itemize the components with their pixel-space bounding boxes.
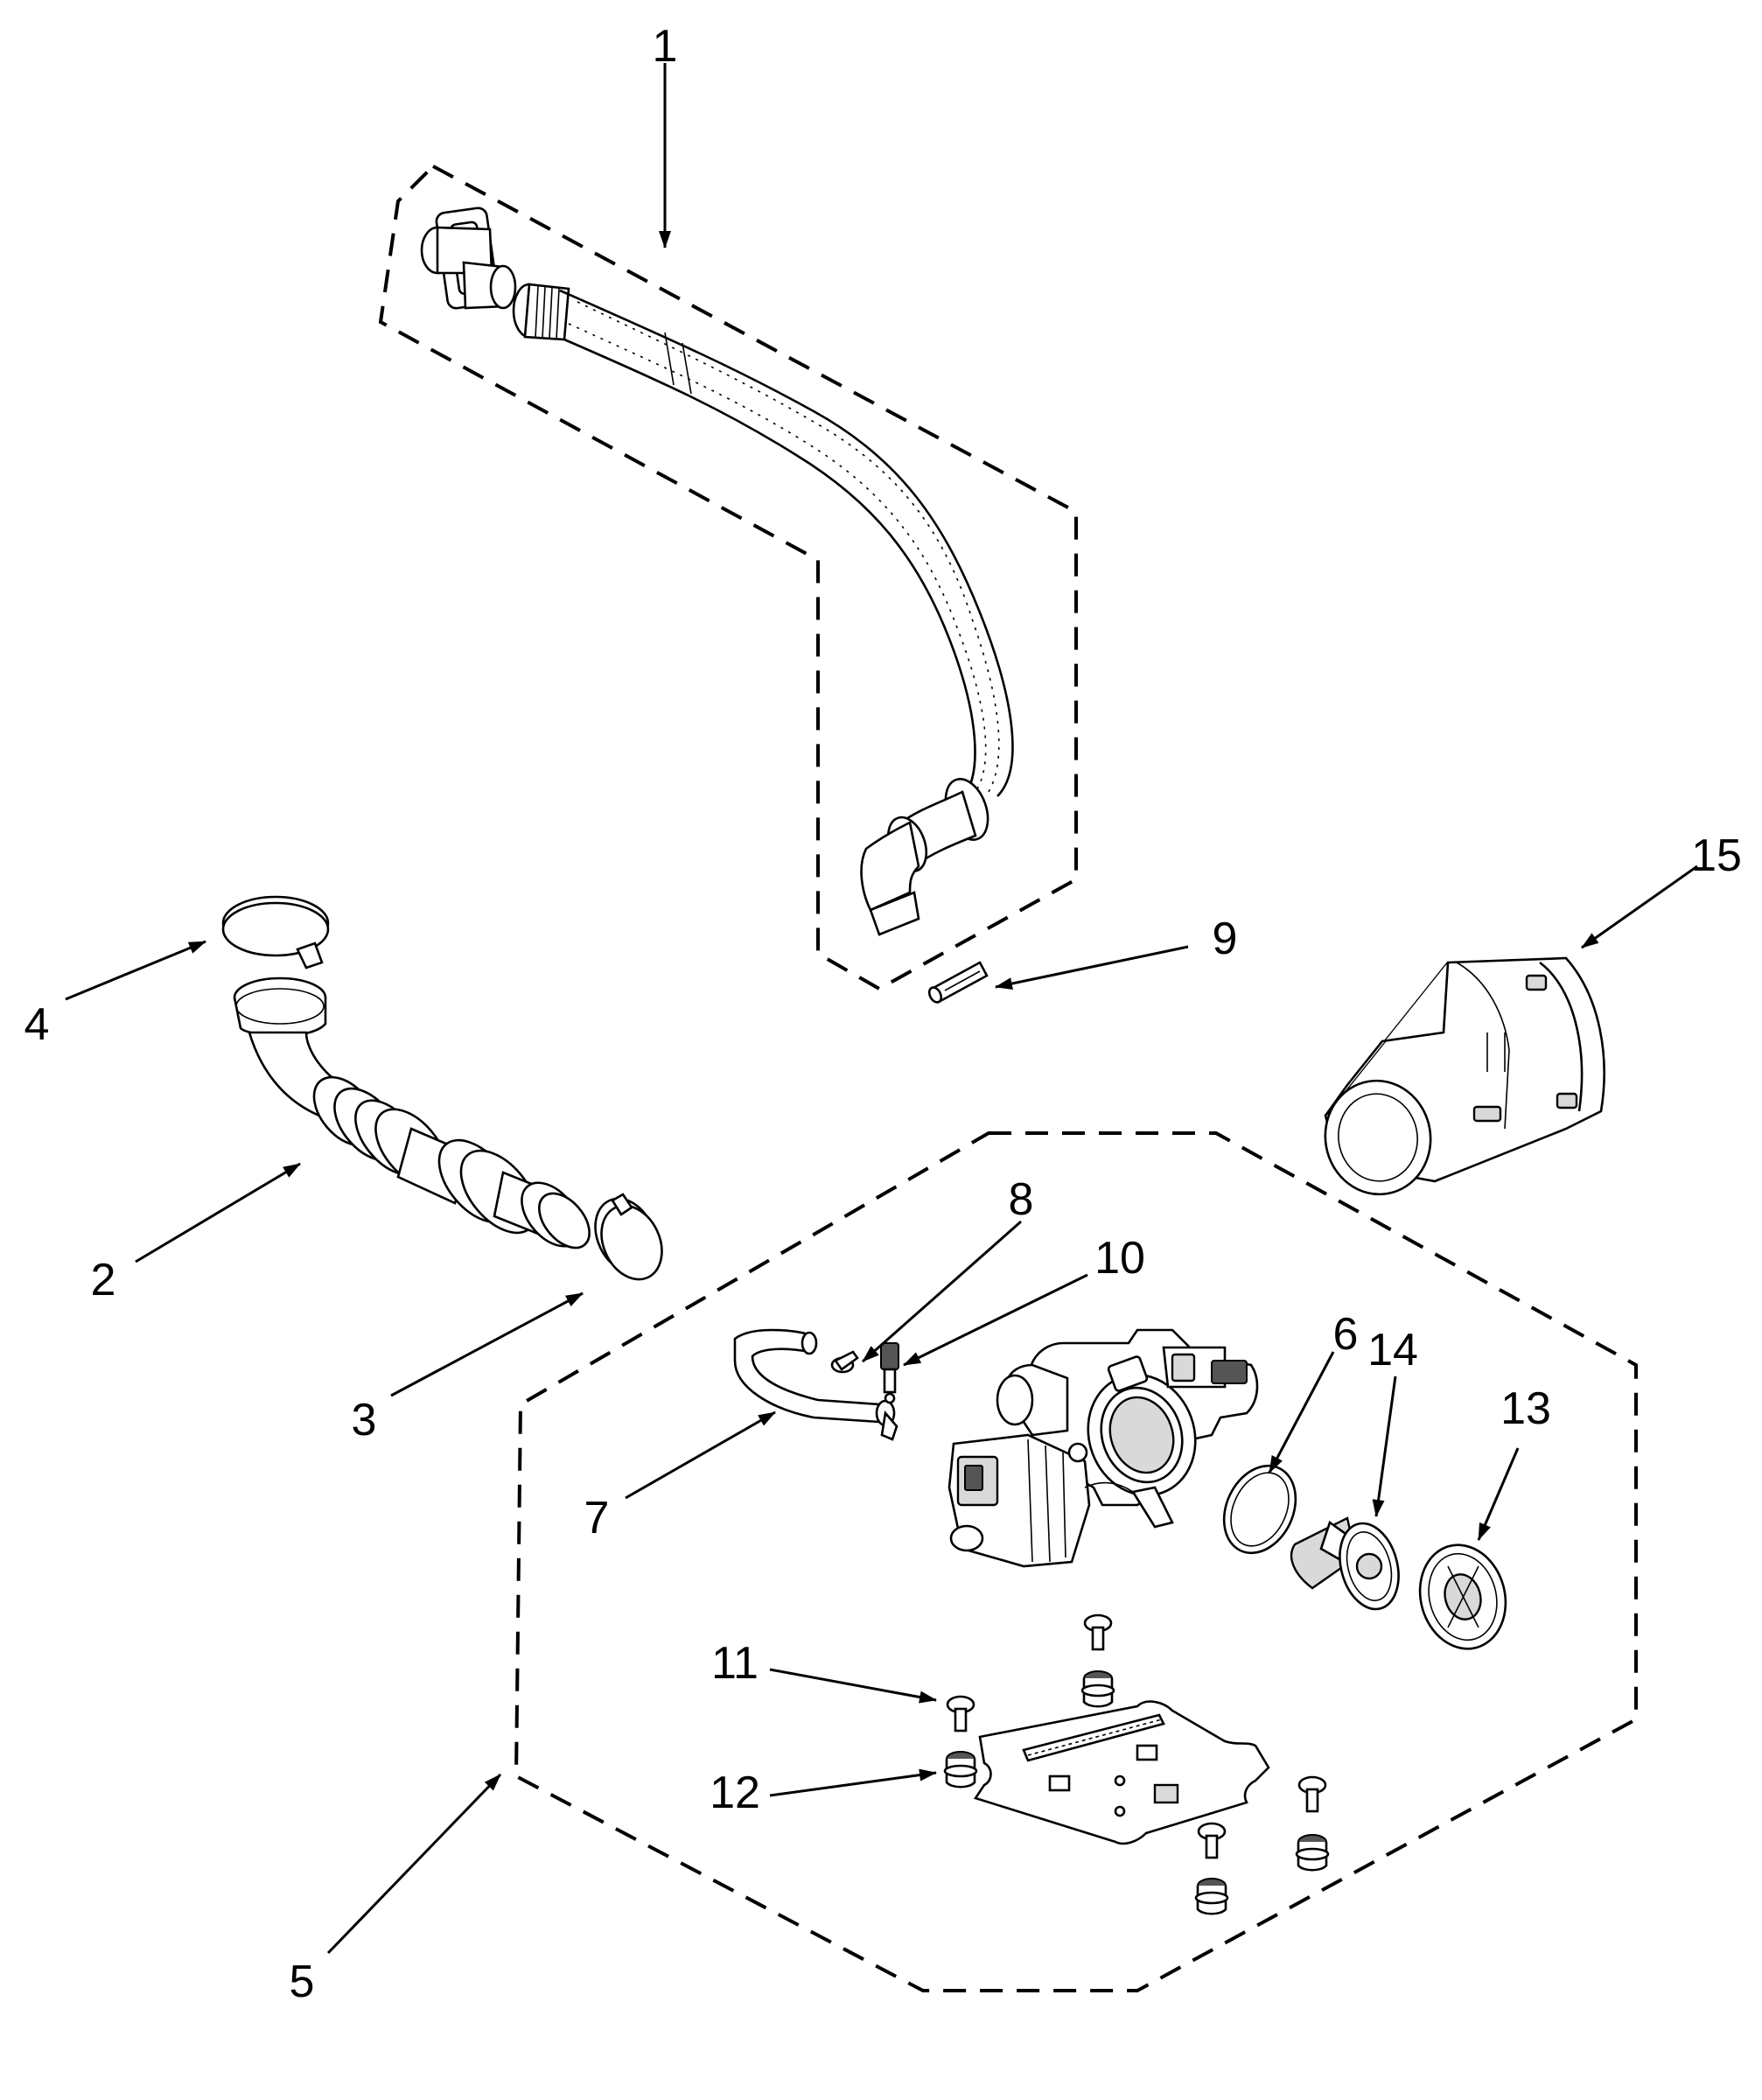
leader-5 <box>326 1773 502 1955</box>
grommet <box>1080 1670 1115 1708</box>
leader-15 <box>1581 864 1698 949</box>
callout-3: 3 <box>352 1395 377 1446</box>
screws <box>946 1614 1327 1859</box>
pump-body <box>947 1328 1259 1568</box>
leader-12 <box>769 1768 937 1797</box>
bypass-hose <box>733 1328 898 1441</box>
grommet <box>943 1751 978 1788</box>
leader-6 <box>1268 1351 1335 1474</box>
screw <box>946 1695 975 1732</box>
callout-labels: 1 2 3 4 5 6 7 8 9 10 11 12 13 14 15 <box>24 21 1742 2007</box>
screw <box>1083 1614 1113 1651</box>
callout-7: 7 <box>584 1493 610 1544</box>
leader-14 <box>1372 1376 1397 1517</box>
leader-8 <box>862 1220 1022 1363</box>
callout-2: 2 <box>91 1255 116 1306</box>
leader-9 <box>995 945 1189 990</box>
leader-11 <box>769 1668 937 1704</box>
screw <box>1297 1775 1327 1813</box>
callout-5: 5 <box>290 1956 315 2007</box>
callout-8: 8 <box>1009 1174 1034 1225</box>
callout-13: 13 <box>1500 1383 1551 1434</box>
callout-6: 6 <box>1333 1309 1359 1360</box>
hose-clamp-3 <box>594 1193 663 1281</box>
pin <box>927 961 989 1004</box>
leader-13 <box>1477 1447 1520 1541</box>
drain-hose-assembly-outline <box>378 164 1078 991</box>
mounting-bracket <box>973 1700 1270 1845</box>
grommet <box>1295 1834 1330 1872</box>
leader-10 <box>903 1273 1088 1367</box>
drain-hose-assembly <box>420 206 1014 936</box>
filter-cap <box>1418 1544 1507 1650</box>
leader-arrows <box>65 63 1698 1955</box>
pump-assembly-outline <box>514 1131 1638 1992</box>
grommet <box>1194 1878 1229 1915</box>
clip <box>830 1350 859 1374</box>
grommets <box>943 1670 1330 1915</box>
sump-hose <box>233 976 591 1250</box>
gasket-ring <box>1222 1464 1297 1555</box>
callout-9: 9 <box>1213 914 1238 964</box>
hose-clamp-4 <box>221 895 330 970</box>
leader-2 <box>135 1162 301 1264</box>
callout-11: 11 <box>711 1638 759 1689</box>
callout-1: 1 <box>653 21 678 72</box>
screw <box>1197 1822 1227 1859</box>
leader-4 <box>65 940 206 1001</box>
leader-7 <box>625 1410 776 1500</box>
callout-10: 10 <box>1094 1233 1145 1284</box>
leader-3 <box>390 1292 584 1397</box>
callout-15: 15 <box>1691 830 1742 881</box>
connector <box>880 1342 899 1404</box>
filter-housing-cover <box>1324 956 1605 1196</box>
callout-12: 12 <box>710 1768 760 1818</box>
filter <box>1290 1516 1400 1611</box>
callout-4: 4 <box>24 999 50 1050</box>
callout-14: 14 <box>1367 1325 1418 1376</box>
